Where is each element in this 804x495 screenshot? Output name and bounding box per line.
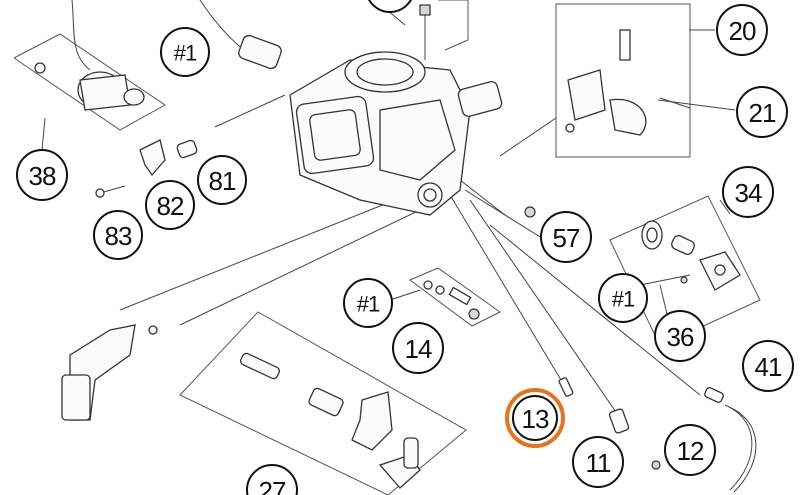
part-57 xyxy=(524,206,536,218)
leader-lines xyxy=(13,0,761,495)
callout-27: 27 xyxy=(246,464,298,495)
callout-57: 57 xyxy=(540,211,592,263)
callout-13-highlighted: 13 xyxy=(505,388,565,448)
callout-1-right: #1 xyxy=(598,273,648,323)
callout-1-mid: #1 xyxy=(343,278,393,328)
callout-label: 57 xyxy=(553,223,580,253)
callout-81: 81 xyxy=(197,155,247,205)
callout-label: 36 xyxy=(667,322,694,352)
callout-82: 82 xyxy=(145,180,195,230)
sensor-38-part xyxy=(34,0,145,111)
solenoid-20-part xyxy=(565,29,691,136)
callout-label: 11 xyxy=(586,448,612,478)
callout-label: 20 xyxy=(729,16,756,46)
callout-21: 21 xyxy=(736,86,788,138)
callout-38: 38 xyxy=(16,149,68,201)
throttle-body xyxy=(199,0,503,216)
callout-label: 13 xyxy=(522,404,549,434)
callout-label: 83 xyxy=(105,221,132,251)
callout-label: 82 xyxy=(157,191,184,221)
callout-label: 81 xyxy=(209,166,236,196)
callout-34: 34 xyxy=(722,166,774,218)
parts-11-12-13 xyxy=(558,377,661,470)
callout-label: #1 xyxy=(174,41,197,66)
callout-83: 83 xyxy=(93,210,143,260)
lever-bracket xyxy=(61,324,158,421)
callout-1-top: #1 xyxy=(160,27,210,77)
callout-14: 14 xyxy=(392,322,444,374)
callout-12: 12 xyxy=(664,424,716,476)
callout-36: 36 xyxy=(654,310,706,362)
callout-label: 38 xyxy=(29,161,56,191)
group-14-parts xyxy=(423,280,480,320)
callout-label: #1 xyxy=(357,292,380,317)
callout-top-partial xyxy=(368,0,412,13)
group-27-parts xyxy=(240,352,421,489)
callout-label: 27 xyxy=(259,476,286,495)
callout-label: 34 xyxy=(735,178,762,208)
callout-41: 41 xyxy=(742,340,794,392)
small-parts-81-82-83 xyxy=(95,139,198,198)
callout-label: 21 xyxy=(749,98,776,128)
group-34-parts xyxy=(641,220,741,291)
callout-label: 14 xyxy=(405,334,432,364)
callout-label: 41 xyxy=(755,352,782,382)
callout-label: #1 xyxy=(612,287,635,312)
callout-20: 20 xyxy=(716,4,768,56)
callout-11: 11 xyxy=(572,436,624,488)
cable-41 xyxy=(704,387,757,493)
callout-label: 12 xyxy=(677,436,704,466)
